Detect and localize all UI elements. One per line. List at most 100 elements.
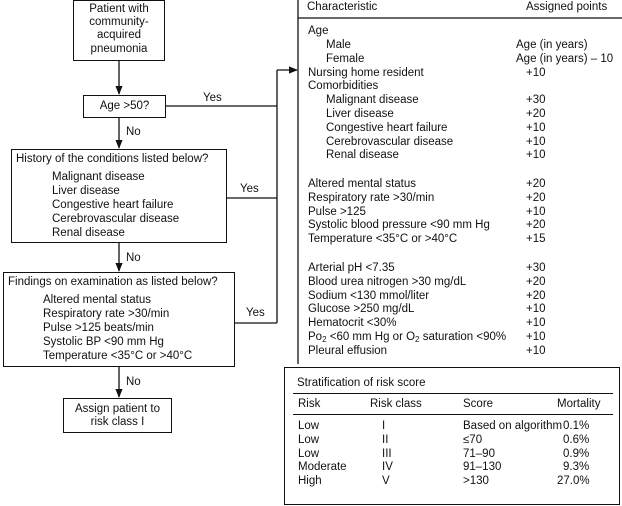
start-line-3: acquired: [96, 29, 142, 42]
characteristic-label: Respiratory rate >30/min: [308, 191, 435, 204]
risk-cell-mortality: 0.1%: [563, 420, 590, 432]
characteristic-label: Hematocrit <30%: [308, 317, 397, 330]
risk-title: Stratification of risk score: [297, 377, 426, 389]
history-item: Congestive heart failure: [52, 199, 174, 211]
history-question: History of the conditions listed below?: [16, 153, 209, 165]
assigned-points: +20: [526, 275, 546, 288]
risk-cell-class: III: [382, 447, 392, 460]
characteristic-label: Cerebrovascular disease: [326, 135, 454, 148]
risk-cell-score: 91–130: [463, 461, 502, 474]
risk-title-divider: [293, 393, 613, 394]
assigned-points: +20: [526, 219, 546, 232]
header-characteristic: Characteristic: [307, 1, 378, 13]
findings-item: Temperature <35°C or >40°C: [43, 350, 193, 362]
risk-cell-mortality: 27.0%: [557, 475, 590, 488]
risk-cell-risk: Moderate: [298, 461, 347, 474]
yes-label-findings: Yes: [246, 307, 265, 319]
start-box: Patient with community- acquired pneumon…: [73, 0, 165, 61]
risk-cell-class: IV: [382, 461, 393, 474]
assigned-points: +10: [526, 317, 546, 330]
age-question: Age >50?: [99, 100, 150, 112]
header-assigned-points: Assigned points: [526, 1, 608, 13]
yes-label-history: Yes: [240, 183, 259, 195]
assigned-points: +20: [526, 191, 546, 204]
no-label-history: No: [126, 252, 141, 264]
history-item: Liver disease: [52, 185, 120, 197]
assigned-points: +10: [526, 205, 546, 218]
risk-header-class: Risk class: [370, 398, 422, 410]
risk-cell-mortality: 9.3%: [563, 461, 590, 474]
characteristic-label: Pleural effusion: [308, 344, 388, 357]
no-label-age: No: [126, 126, 141, 138]
assigned-points: +10: [526, 149, 546, 162]
start-line-4: pneumonia: [90, 42, 148, 55]
findings-item: Pulse >125 beats/min: [43, 322, 154, 334]
risk-cell-risk: High: [298, 475, 322, 488]
risk-stratification-box: Stratification of risk score Risk Risk c…: [284, 367, 620, 505]
findings-item: Systolic BP <90 mm Hg: [43, 336, 164, 348]
findings-question: Findings on examination as listed below?: [8, 276, 218, 288]
findings-item: Respiratory rate >30/min: [43, 308, 170, 320]
history-item: Renal disease: [52, 227, 125, 239]
assign-line-2: risk class I: [90, 416, 145, 429]
assigned-points: +20: [526, 289, 546, 302]
risk-cell-score: ≤70: [463, 433, 483, 446]
assigned-points: +30: [526, 94, 546, 107]
risk-header-mortality: Mortality: [557, 398, 601, 410]
assign-line-1: Assign patient to: [74, 403, 161, 415]
assigned-points: +30: [526, 262, 546, 274]
findings-item: Altered mental status: [43, 294, 152, 306]
characteristic-label: Male: [326, 39, 351, 51]
characteristic-label: Liver disease: [326, 108, 394, 120]
history-question-box: History of the conditions listed below? …: [11, 149, 227, 243]
assigned-points: +10: [526, 121, 546, 134]
characteristic-label: Systolic blood pressure <90 mm Hg: [308, 219, 490, 232]
characteristic-label: Sodium <130 mmol/liter: [308, 289, 430, 302]
assigned-points: +10: [526, 135, 546, 148]
characteristic-label: Blood urea nitrogen >30 mg/dL: [308, 275, 467, 288]
age-label: Age: [308, 25, 329, 37]
risk-cell-class: I: [382, 420, 386, 432]
characteristic-label: Temperature <35°C or >40°C: [308, 233, 458, 246]
characteristic-label: Malignant disease: [326, 94, 419, 107]
risk-header-score: Score: [463, 398, 494, 410]
risk-cell-risk: Low: [298, 447, 320, 460]
risk-header-divider: [293, 414, 613, 415]
start-line-1: Patient with: [89, 3, 149, 15]
history-item: Cerebrovascular disease: [52, 213, 180, 225]
assigned-points: +20: [526, 178, 546, 190]
assigned-points: +15: [526, 233, 546, 246]
characteristic-label: Renal disease: [326, 149, 399, 162]
risk-cell-mortality: 0.9%: [563, 447, 590, 460]
assign-box: Assign patient to risk class I: [63, 398, 172, 433]
risk-cell-score: 71–90: [463, 447, 495, 460]
assigned-points: +20: [526, 108, 546, 120]
assigned-points: +10: [526, 344, 546, 357]
no-label-findings: No: [126, 376, 141, 388]
age-question-box: Age >50?: [83, 95, 166, 118]
risk-cell-risk: Low: [298, 433, 320, 446]
risk-header-risk: Risk: [298, 398, 321, 410]
risk-cell-class: II: [382, 433, 389, 446]
characteristic-label: Female: [326, 52, 365, 65]
characteristic-label: Congestive heart failure: [326, 121, 448, 134]
risk-cell-mortality: 0.6%: [563, 433, 590, 446]
assigned-points: +10: [526, 66, 546, 79]
assigned-points: +10: [526, 331, 546, 343]
assigned-points: Age (in years) – 10: [516, 52, 614, 65]
start-line-2: community-: [89, 16, 149, 29]
characteristic-label: Po2 <60 mm Hg or O2 saturation <90%: [308, 331, 507, 344]
risk-cell-risk: Low: [298, 420, 320, 432]
characteristic-label: Nursing home resident: [308, 66, 424, 79]
characteristic-label: Glucose >250 mg/dL: [308, 303, 415, 316]
risk-cell-class: V: [382, 475, 390, 488]
history-item: Malignant disease: [52, 171, 145, 183]
characteristic-label: Pulse >125: [308, 205, 366, 218]
findings-question-box: Findings on examination as listed below?…: [3, 272, 235, 367]
assigned-points: +10: [526, 303, 546, 316]
assigned-points: Age (in years): [516, 39, 588, 51]
characteristic-label: Arterial pH <7.35: [308, 262, 395, 274]
characteristic-label: Altered mental status: [308, 178, 417, 190]
risk-cell-score: Based on algorithm: [463, 420, 563, 432]
